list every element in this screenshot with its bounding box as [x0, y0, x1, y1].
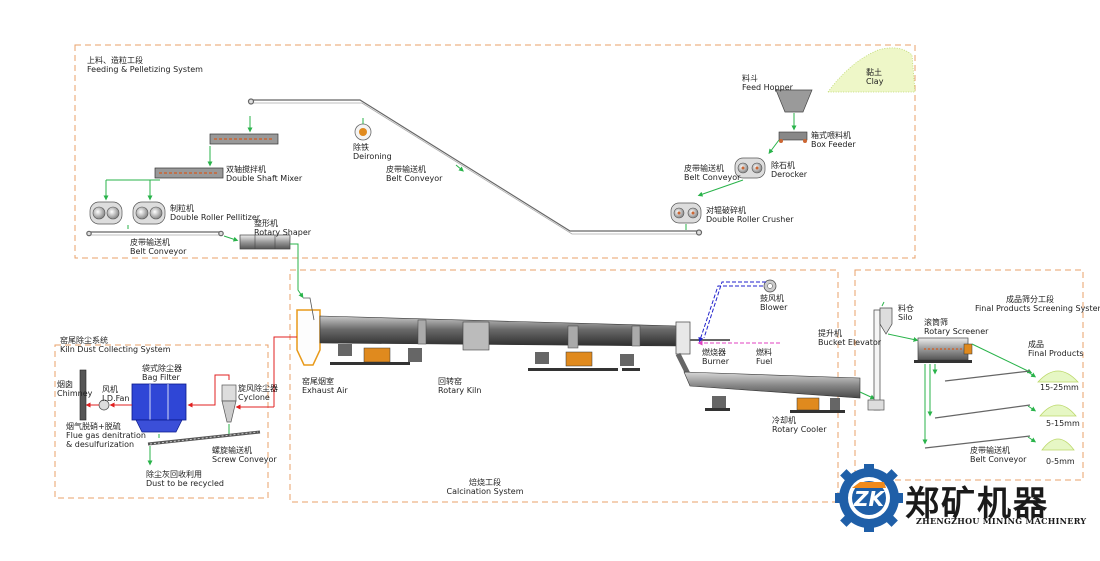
feed-hopper [775, 89, 813, 113]
double-roller-pelletizer [89, 201, 166, 225]
rotary-cooler [683, 371, 861, 413]
chimney [79, 369, 87, 421]
bag-filter [131, 383, 187, 433]
double-shaft-mixer-2 [154, 167, 224, 179]
screening-section-boundary [854, 269, 1084, 481]
box-feeder [778, 131, 808, 141]
left-belt-conveyor [86, 230, 224, 237]
section-boundaries [54, 44, 1084, 503]
screw-conveyor [147, 430, 261, 446]
derocker [734, 157, 766, 179]
incline-belt-conveyor [247, 98, 703, 236]
product-size-large-label: 15-25mm [1040, 383, 1079, 392]
company-logo-mark: ZK [835, 464, 903, 532]
rotary-kiln [319, 315, 679, 371]
dust-section-boundary [54, 344, 269, 499]
silo [879, 307, 893, 335]
deironing-magnet [354, 118, 372, 141]
product-pile-large [1037, 370, 1079, 383]
bucket-elevator [867, 309, 885, 411]
logo-mark-text: ZK [853, 487, 886, 511]
company-name-en: ZHENGZHOU MINING MACHINERY [916, 516, 1087, 526]
double-shaft-mixer [209, 133, 279, 145]
kiln-hood [675, 321, 730, 355]
rotary-screener [914, 337, 973, 363]
product-size-fine-label: 0-5mm [1046, 457, 1075, 466]
clay-pile [827, 47, 916, 93]
double-roller-crusher [670, 202, 702, 224]
kiln-inlet-chamber [296, 297, 321, 366]
feeding-section-boundary [74, 44, 916, 259]
product-pile-medium [1039, 404, 1077, 417]
product-piles [1037, 370, 1079, 451]
cyclone [221, 384, 237, 423]
product-conveyors [924, 370, 1031, 449]
company-name-cn: 郑矿机器 [905, 484, 1049, 524]
product-pile-fine [1041, 438, 1075, 451]
blower [763, 279, 777, 293]
product-size-medium-label: 5-15mm [1046, 419, 1080, 428]
rotary-shaper [239, 234, 291, 250]
